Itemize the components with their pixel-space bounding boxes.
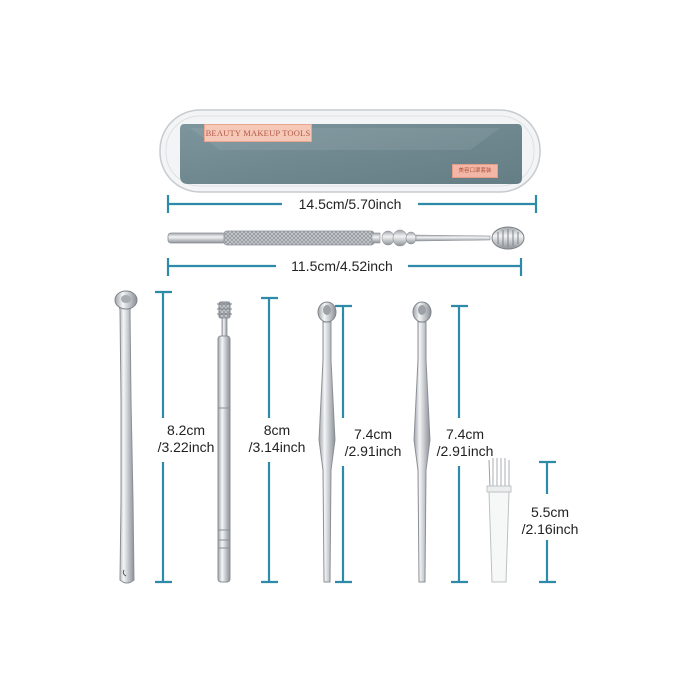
tool-1-inch: /3.22inch	[157, 439, 215, 455]
tool-2-size-label: 8cm /3.14inch	[240, 422, 314, 456]
tool-4-measure	[451, 304, 468, 584]
tool-3-spoon	[317, 301, 337, 583]
tool-3-inch: /2.91inch	[344, 443, 402, 459]
tool-1-flat-scoop	[114, 290, 138, 584]
brush-inch: /2.16inch	[521, 521, 579, 537]
case-length-label: 14.5cm/5.70inch	[298, 196, 402, 212]
horizontal-tool	[167, 226, 525, 250]
tool-2-cm: 8cm	[263, 422, 291, 438]
cleaning-brush	[486, 458, 512, 583]
tool-2-spiral	[217, 301, 232, 583]
tool-4-cm: 7.4cm	[445, 426, 485, 442]
case-length-measure	[166, 195, 538, 213]
case-brand-badge: BEAUTY MAKEUP TOOLS	[204, 124, 312, 142]
storage-case	[159, 109, 541, 193]
tool-1-cm: 8.2cm	[166, 422, 206, 438]
tool-1-measure	[155, 290, 172, 584]
case-tag-label: 美容口罩套装	[452, 164, 498, 178]
tool-4-inch: /2.91inch	[436, 443, 494, 459]
tool-4-size-label: 7.4cm /2.91inch	[428, 426, 502, 460]
tool-3-measure	[335, 304, 352, 584]
brush-cm: 5.5cm	[530, 504, 570, 520]
tool-4-spoon	[412, 301, 432, 583]
tool-length-measure	[166, 258, 523, 276]
tool-1-size-label: 8.2cm /3.22inch	[140, 422, 232, 456]
tool-2-measure	[261, 296, 278, 584]
tool-2-inch: /3.14inch	[248, 439, 306, 455]
tool-3-cm: 7.4cm	[353, 426, 393, 442]
tool-length-label: 11.5cm/4.52inch	[291, 258, 393, 274]
brush-size-label: 5.5cm /2.16inch	[512, 504, 588, 538]
tool-3-size-label: 7.4cm /2.91inch	[336, 426, 410, 460]
brush-measure	[539, 460, 556, 584]
